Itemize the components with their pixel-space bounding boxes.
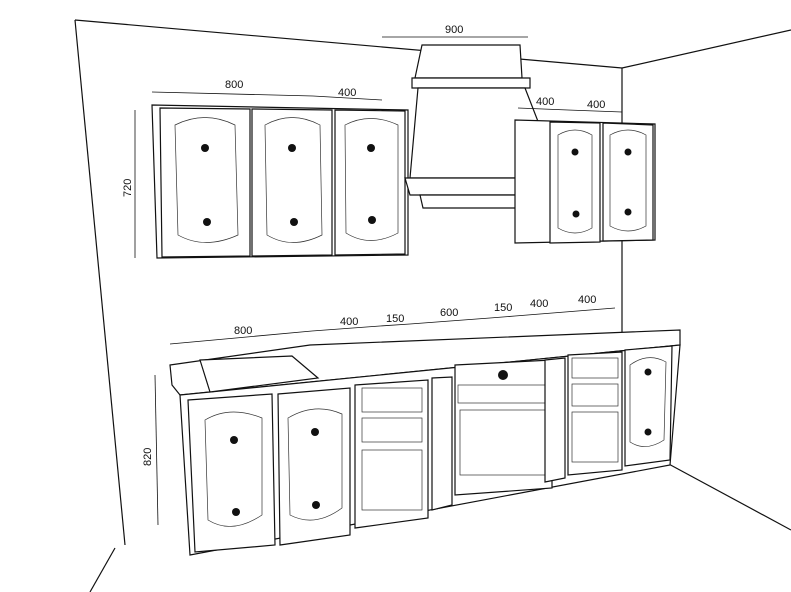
dim-upper-left: 800 <box>225 79 243 91</box>
dim-base-height: 820 <box>142 448 154 466</box>
dim-base-5: 150 <box>494 302 512 314</box>
dim-base-6: 400 <box>530 298 548 310</box>
dimension-lines <box>134 36 623 526</box>
base-cabinets <box>169 329 681 556</box>
dim-sink: 800 <box>234 325 252 337</box>
dim-oven: 600 <box>440 307 458 319</box>
dim-base-3: 150 <box>386 313 404 325</box>
dim-hood: 900 <box>445 24 463 36</box>
upper-right-cabinets <box>514 119 656 244</box>
dim-upper-height: 720 <box>122 179 134 197</box>
dim-upper-right-2: 400 <box>587 99 605 111</box>
dim-base-2: 400 <box>340 316 358 328</box>
upper-left-cabinets <box>151 104 409 259</box>
dim-upper-mid: 400 <box>338 87 356 99</box>
dim-base-7: 400 <box>578 294 596 306</box>
dim-upper-right-1: 400 <box>536 96 554 108</box>
dimension-labels: 900 800 400 400 400 720 800 400 150 600 … <box>122 24 605 466</box>
